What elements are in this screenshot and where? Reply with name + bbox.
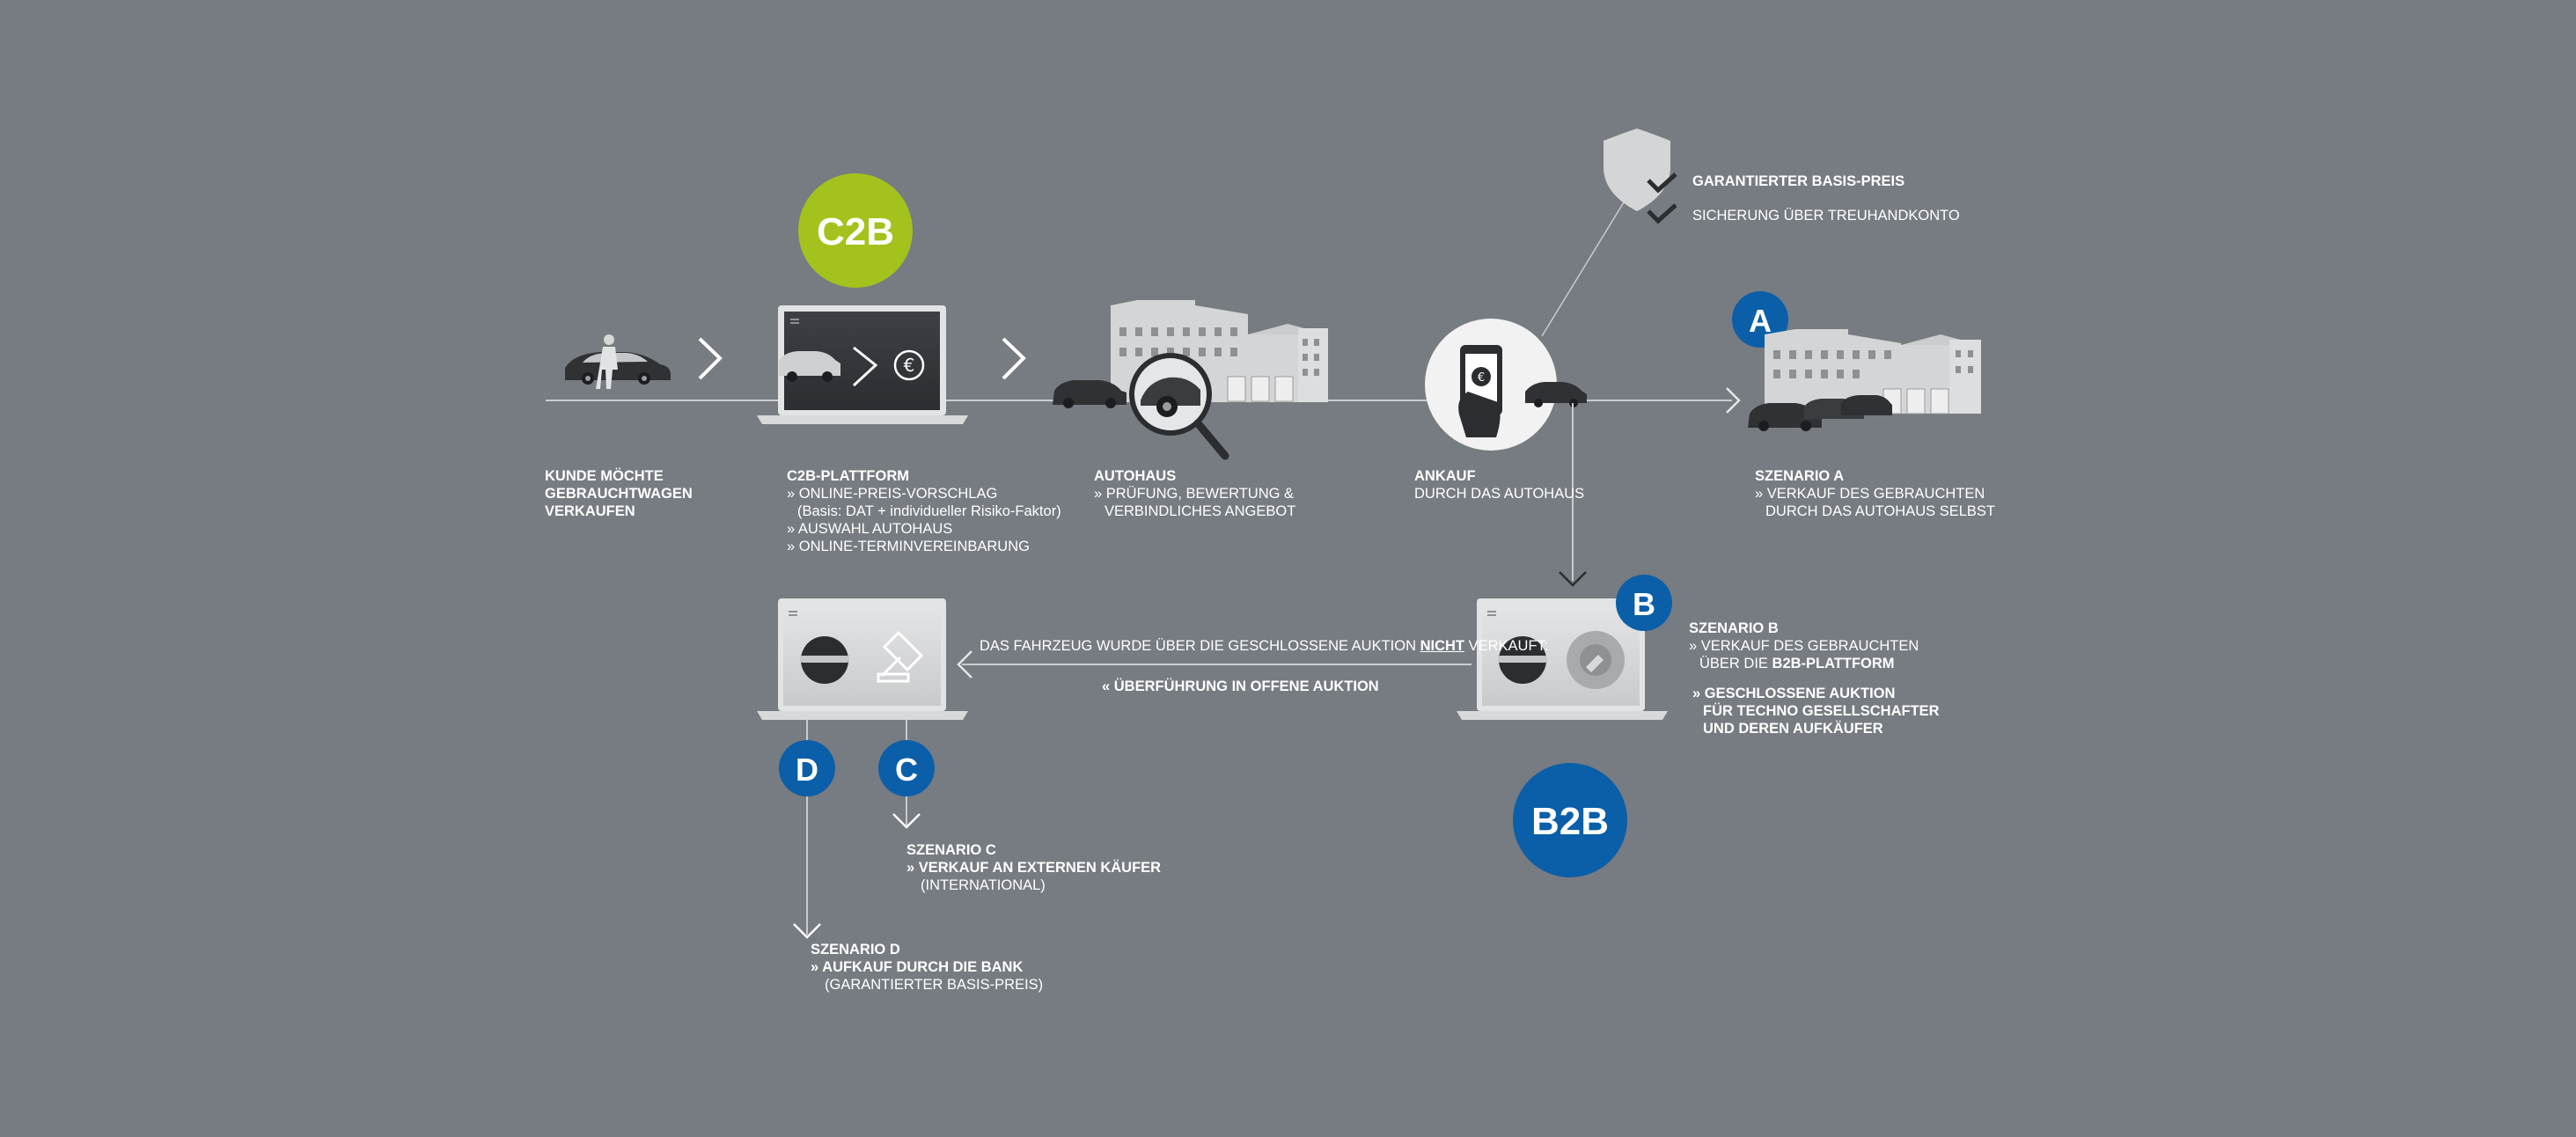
scenario-a-badge-label: A [1749,303,1772,339]
dealership-building-icon [1748,329,1981,431]
szenario-c-bold-item: » VERKAUF AN EXTERNEN KÄUFER [906,860,1162,876]
b2b-badge [1513,763,1627,877]
auction-note-emph: NICHT [1420,638,1465,654]
szenario-a-item-2: DURCH DAS AUTOHAUS SELBST [1765,503,1996,519]
autohaus-building-icon [1053,300,1328,460]
auction-note-prefix: DAS FAHRZEUG WURDE ÜBER DIE GESCHLOSSENE… [980,638,1420,654]
szenario-a-title: SZENARIO A [1755,468,1845,484]
szenario-c-item: (INTERNATIONAL) [921,877,1046,893]
szenario-d-bold-item: » AUFKAUF DURCH DIE BANK [811,959,1024,975]
arrow-to-a-icon [1726,387,1741,414]
szenario-b-bold-3: UND DEREN AUFKÄUFER [1703,721,1883,737]
kunde-label: KUNDE MÖCHTE GEBRAUCHTWAGEN VERKAUFEN [545,467,693,520]
szenario-d-title: SZENARIO D [811,942,900,957]
chevron-left-icon [957,650,972,679]
szenario-b-item-2-bold: B2B-PLATTFORM [1772,656,1895,671]
szenario-a-label: SZENARIO A » VERKAUF DES GEBRAUCHTEN DUR… [1755,467,1995,520]
kunde-line-2: GEBRAUCHTWAGEN [545,486,693,502]
c2b-badge [798,173,913,288]
auction-note: DAS FAHRZEUG WURDE ÜBER DIE GESCHLOSSENE… [980,637,1548,655]
c2b-plattform-label: C2B-PLATTFORM » ONLINE-PREIS-VORSCHLAG (… [787,467,1061,555]
chevron-right-icon [698,337,723,380]
szenario-b-bold-2: FÜR TECHNO GESELLSCHAFTER [1703,703,1940,719]
ankauf-label: ANKAUF DURCH DAS AUTOHAUS [1414,467,1584,502]
c2b-plattform-title: C2B-PLATTFORM [787,468,910,484]
b2b-badge-label: B2B [1531,800,1609,843]
chevron-down-icon [793,923,821,939]
scenario-c-badge [878,740,935,796]
chevron-right-icon [1002,337,1026,380]
b2b-laptop-icon [1457,598,1668,720]
szenario-b-item-1: » VERKAUF DES GEBRAUCHTEN [1689,638,1919,654]
szenario-b-bold-1: » GESCHLOSSENE AUKTION [1692,686,1896,701]
guarantee-item-1: GARANTIERTER BASIS-PREIS [1692,173,1905,189]
autohaus-item-2: VERBINDLICHES ANGEBOT [1105,503,1296,519]
szenario-b-item-2-prefix: ÜBER DIE [1699,656,1772,671]
c2b-item-4: » ONLINE-TERMINVEREINBARUNG [787,539,1030,554]
shield-icon [1604,128,1670,211]
kunde-line-1: KUNDE MÖCHTE [545,468,664,484]
kunde-line-3: VERKAUFEN [545,503,635,519]
c2b-item-3: » AUSWAHL AUTOHAUS [787,521,953,537]
szenario-a-item-1: » VERKAUF DES GEBRAUCHTEN [1755,486,1985,502]
autohaus-title: AUTOHAUS [1094,468,1177,484]
scenario-c-badge-label: C [895,752,918,788]
szenario-c-label: SZENARIO C » VERKAUF AN EXTERNEN KÄUFER … [906,841,1161,894]
autohaus-label: AUTOHAUS » PRÜFUNG, BEWERTUNG & VERBINDL… [1094,467,1295,520]
checkmark-icon [1647,203,1677,224]
checkmark-icon [1647,172,1677,194]
szenario-c-title: SZENARIO C [906,842,996,858]
szenario-b-label: SZENARIO B » VERKAUF DES GEBRAUCHTEN ÜBE… [1689,620,1940,737]
ankauf-item-1: DURCH DAS AUTOHAUS [1414,486,1585,502]
ankauf-title: ANKAUF [1414,468,1476,484]
chevron-down-icon [1559,571,1587,587]
auction-note-suffix: VERKAUFT: [1464,638,1549,654]
svg-text:€: € [1478,371,1485,385]
scenario-d-badge [779,740,835,796]
svg-text:€: € [904,355,915,376]
szenario-b-title: SZENARIO B [1689,620,1779,636]
c2b-badge-label: C2B [817,210,894,253]
customer-car-icon [565,334,671,389]
scenario-b-badge-label: B [1633,586,1655,622]
guarantee-item-2: SICHERUNG ÜBER TREUHANDKONTO [1692,208,1960,224]
scenario-d-badge-label: D [796,752,818,788]
c2b-laptop-icon: € [757,305,968,424]
offene-auktion-label: « ÜBERFÜHRUNG IN OFFENE AUKTION [1102,679,1379,694]
c2b-item-1: » ONLINE-PREIS-VORSCHLAG [787,486,998,502]
szenario-d-item: (GARANTIERTER BASIS-PREIS) [825,977,1044,993]
scenario-b-badge [1616,575,1672,631]
c2b-item-2: (Basis: DAT + individueller Risiko-Fakto… [797,503,1061,519]
auction-laptop-icon [757,598,968,720]
ankauf-hand-phone-icon: € [1425,319,1587,451]
szenario-d-label: SZENARIO D » AUFKAUF DURCH DIE BANK (GAR… [811,941,1043,994]
guarantee-connector-line [1541,197,1627,337]
chevron-down-icon [892,813,921,829]
autohaus-item-1: » PRÜFUNG, BEWERTUNG & [1094,486,1295,502]
